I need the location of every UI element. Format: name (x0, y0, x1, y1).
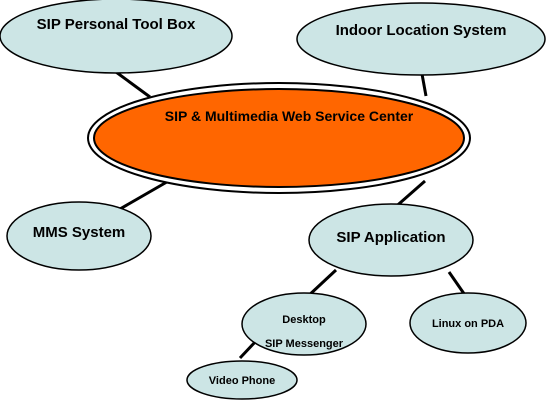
node-label: Linux on PDA (432, 318, 504, 330)
node-label: SIP Personal Tool Box (37, 16, 196, 33)
node-shape (6, 201, 152, 271)
connector-desktop-video-phone (238, 339, 258, 360)
node-center: SIP & Multimedia Web Service Center (87, 82, 471, 194)
node-shape (308, 203, 474, 277)
node-video-phone: Video Phone (186, 360, 298, 400)
node-shape (0, 0, 233, 74)
node-indoor-location: Indoor Location System (296, 2, 546, 76)
node-shape (296, 2, 546, 76)
center-label: SIP & Multimedia Web Service Center (165, 108, 414, 124)
node-desktop-messenger: Desktop SIP Messenger (241, 292, 367, 356)
node-linux-pda: Linux on PDA (409, 292, 527, 354)
node-sip-application: SIP Application (308, 203, 474, 277)
node-personal-toolbox: SIP Personal Tool Box (0, 0, 233, 74)
connector-center-mms (112, 177, 173, 215)
node-label: SIP Application (336, 229, 445, 246)
node-label: MMS System (33, 224, 126, 241)
connectors (112, 70, 469, 360)
node-mms-system: MMS System (6, 201, 152, 271)
node-label-line1: Desktop (282, 314, 326, 326)
node-label-line2: SIP Messenger (265, 338, 344, 350)
node-label: Video Phone (209, 375, 275, 387)
connector-center-indoor-location (420, 73, 428, 97)
node-label: Indoor Location System (336, 22, 507, 39)
connector-center-personal-toolbox (115, 70, 151, 99)
center-shape (93, 88, 465, 188)
node-shape (186, 360, 298, 400)
node-shape (409, 292, 527, 354)
node-shape (241, 292, 367, 356)
